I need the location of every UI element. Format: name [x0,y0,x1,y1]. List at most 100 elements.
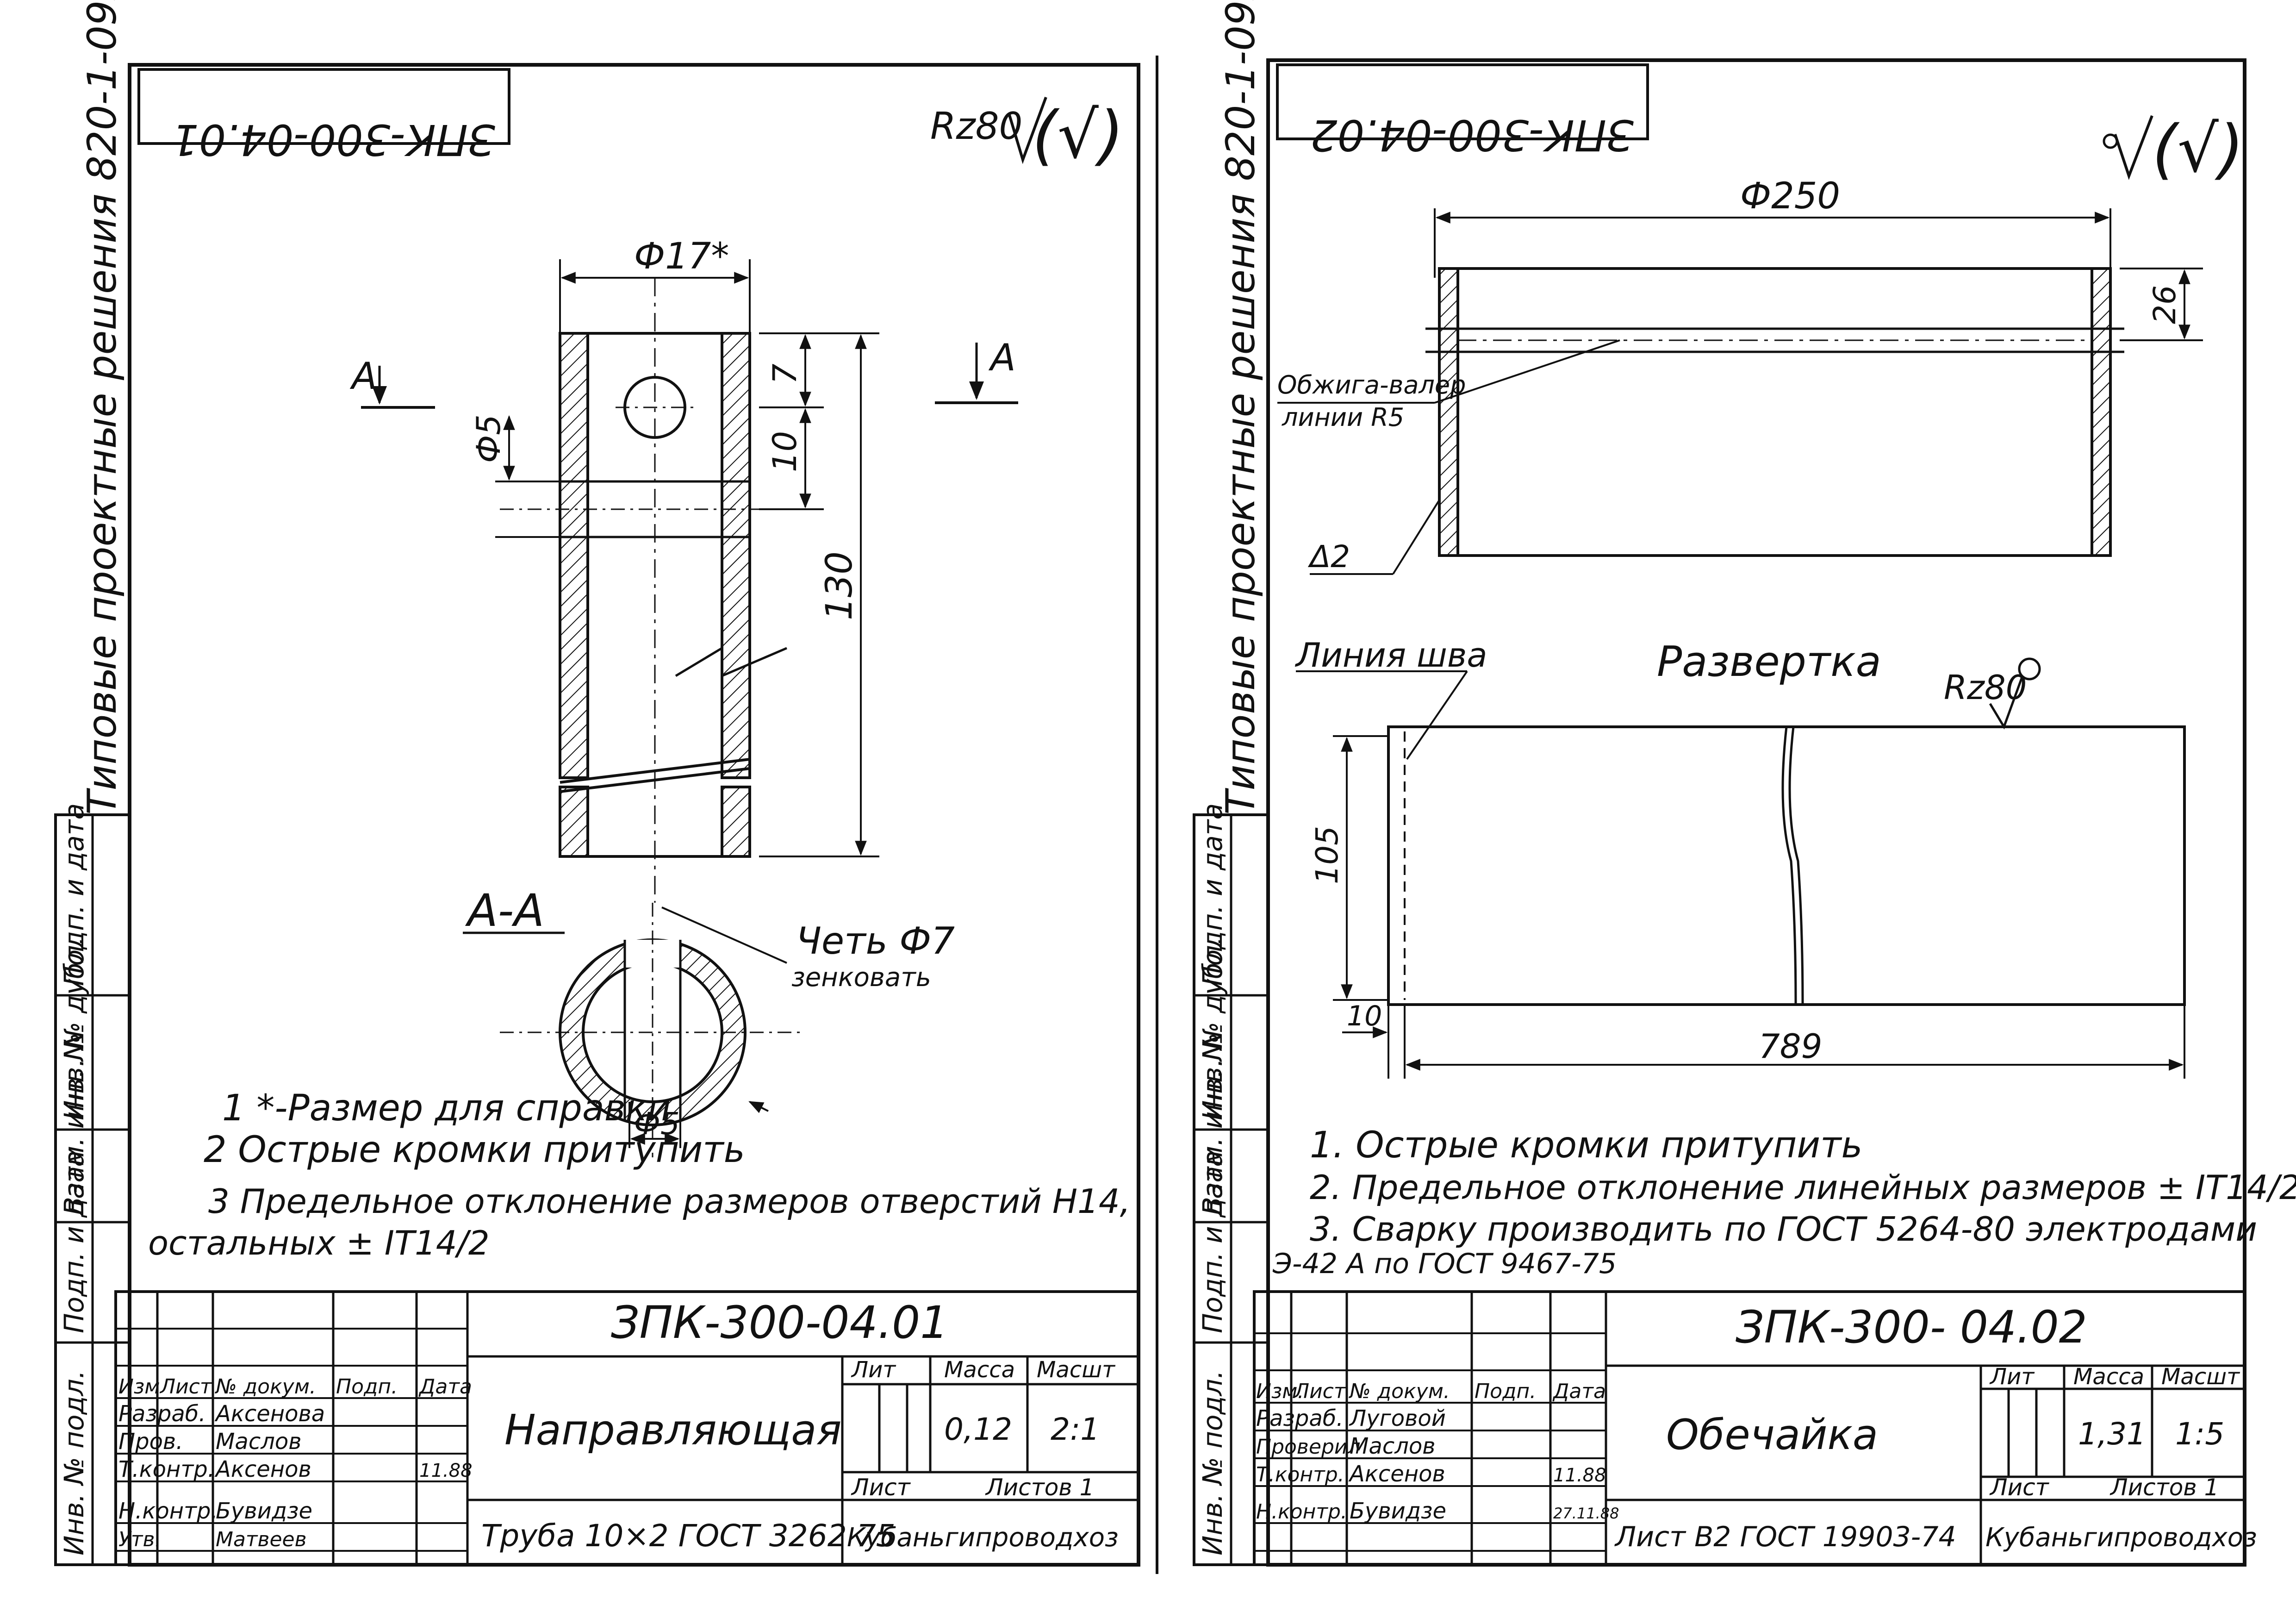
svg-text:Обжига-валер: Обжига-валер [1277,370,1466,400]
svg-text:(√): (√) [1032,98,1124,173]
svg-text:Т.контр.: Т.контр. [1256,1463,1344,1487]
sheet-right-notes: 1. Острые кромки притупить 2. Предельное… [1272,1124,2296,1280]
svg-text:Подп. и дата: Подп. и дата [1197,1150,1228,1333]
svg-text:0,12: 0,12 [944,1412,1012,1447]
svg-text:Кубаньгипроводхоз: Кубаньгипроводхоз [1985,1523,2257,1553]
svg-text:Четь Ф7: Четь Ф7 [796,919,955,962]
svg-text:Лист: Лист [1989,1474,2050,1501]
svg-text:27.11.88: 27.11.88 [1553,1505,1619,1522]
svg-text:789: 789 [1759,1027,1822,1066]
svg-text:Ф5: Ф5 [470,414,508,463]
svg-text:3. Сварку производить по ГОСТ: 3. Сварку производить по ГОСТ 5264-80 эл… [1310,1210,2257,1249]
svg-text:ЗПК-300-04.01: ЗПК-300-04.01 [172,115,495,164]
svg-text:7: 7 [766,363,804,384]
svg-text:Аксенова: Аксенова [214,1401,325,1427]
svg-text:Лит: Лит [1989,1364,2035,1390]
svg-text:3 Предельное отклонение размер: 3 Предельное отклонение размеров отверст… [208,1182,1131,1221]
svg-text:Лист: Лист [159,1375,212,1399]
svg-text:Н.контр.: Н.контр. [118,1498,218,1524]
sheet-right-binding-strip: Подп. и дата Инв. № дубл. Взам. инв. № П… [1193,803,1269,1566]
svg-text:Подп. и дата: Подп. и дата [58,1150,90,1333]
svg-text:остальных ± IT14/2: остальных ± IT14/2 [148,1224,490,1262]
sheet-left-code-stamp: ЗПК-300-04.01 [137,68,510,164]
svg-text:Rz80: Rz80 [930,105,1022,148]
svg-text:1. Острые кромки притупить: 1. Острые кромки притупить [1310,1124,1863,1166]
svg-text:Проверил: Проверил [1256,1435,1361,1459]
sheet-left-title-block: Изм Лист № докум. Подп. Дата Разраб. Акс… [114,1290,1140,1566]
svg-text:Матвеев: Матвеев [216,1528,307,1551]
svg-text:11.88: 11.88 [419,1460,473,1481]
svg-text:Кубаньгипроводхоз: Кубаньгипроводхоз [847,1523,1119,1553]
svg-text:Н.контр.: Н.контр. [1256,1500,1347,1524]
svg-text:Разраб.: Разраб. [118,1401,206,1427]
svg-text:Ф17*: Ф17* [634,236,729,277]
svg-text:10: 10 [1347,1000,1382,1032]
sheet-left-roughness: Rz80 (√) [930,96,1124,173]
sheet-right-roughness: (√) [2103,112,2244,187]
sheet-right: ЗПК-300-04.02 Типовые проектные решения … [1193,0,2296,1567]
svg-text:2:1: 2:1 [1051,1412,1100,1447]
svg-text:Разраб.: Разраб. [1256,1405,1344,1431]
section-marker-left: A [349,355,435,409]
svg-text:Подп.: Подп. [336,1375,398,1399]
svg-text:Изм.: Изм. [1256,1380,1304,1403]
svg-text:Маслов: Маслов [216,1429,302,1455]
svg-text:1 *-Размер для справки: 1 *-Размер для справки [222,1087,671,1129]
svg-text:A: A [988,336,1016,379]
svg-text:№ докум.: № докум. [214,1375,316,1399]
svg-text:Лист: Лист [851,1474,911,1501]
svg-text:Пров.: Пров. [118,1429,183,1455]
svg-text:Ф250: Ф250 [1740,175,1840,217]
svg-text:26: 26 [2147,285,2183,324]
svg-text:Бувидзе: Бувидзе [1350,1498,1446,1524]
svg-text:Лит: Лит [851,1357,896,1383]
svg-text:Направляющая: Направляющая [504,1406,841,1455]
svg-text:№ докум.: № докум. [1348,1380,1450,1403]
svg-text:Аксенов: Аксенов [1348,1461,1445,1487]
svg-text:130: 130 [819,551,860,620]
svg-text:2 Острые кромки притупить: 2 Острые кромки притупить [204,1129,745,1171]
svg-text:Труба 10×2 ГОСТ 3262 75: Труба 10×2 ГОСТ 3262 75 [481,1518,896,1554]
svg-text:A: A [349,355,377,398]
sheet-left-notes: 1 *-Размер для справки 2 Острые кромки п… [148,1087,1131,1262]
svg-text:Масшт: Масшт [2161,1364,2240,1390]
sheet-right-code-stamp: ЗПК-300-04.02 [1276,63,1649,160]
svg-text:105: 105 [1309,826,1345,884]
svg-text:зенковать: зенковать [791,962,931,993]
svg-text:Аксенов: Аксенов [214,1456,311,1482]
svg-text:Лист: Лист [1293,1380,1346,1403]
svg-text:Инв. № дубл.: Инв. № дубл. [1197,937,1228,1120]
svg-text:Развертка: Развертка [1657,637,1881,686]
svg-text:Подп. и дата: Подп. и дата [1197,803,1228,986]
svg-text:ЗПК-300-04.01: ЗПК-300-04.01 [611,1297,948,1349]
svg-text:Δ2: Δ2 [1307,539,1350,575]
svg-text:Масса: Масса [2073,1364,2144,1390]
svg-text:1:5: 1:5 [2175,1416,2224,1452]
svg-text:Ф5: Ф5 [634,1106,680,1142]
svg-text:1,31: 1,31 [2078,1416,2146,1452]
svg-text:Бувидзе: Бувидзе [216,1498,312,1524]
sheet-right-side-title: Типовые проектные решения 820-1-093.89 [1218,0,1264,815]
svg-text:Взам. инв. №: Взам. инв. № [58,1033,90,1215]
svg-text:Инв. № подл.: Инв. № подл. [58,1370,90,1555]
svg-text:Инв. № дубл.: Инв. № дубл. [58,937,90,1120]
svg-text:Листов 1: Листов 1 [2109,1474,2219,1501]
svg-text:линии R5: линии R5 [1282,403,1404,432]
svg-text:Инв. № подл.: Инв. № подл. [1197,1370,1228,1555]
svg-text:Дата: Дата [418,1375,472,1399]
svg-text:Подп.: Подп. [1475,1380,1536,1403]
svg-text:Листов 1: Листов 1 [985,1474,1094,1501]
svg-text:Луговой: Луговой [1349,1405,1446,1431]
svg-text:Масса: Масса [944,1357,1015,1383]
sheet-left-side-title: Типовые проектные решения 820-1-093.89 [79,0,125,815]
svg-text:ЗПК-300-04.02: ЗПК-300-04.02 [1310,110,1634,160]
shell-elevation-view: Ф250 26 Обжига-валер линии R5 Δ2 [1277,175,2203,575]
svg-text:Взам. инв. №: Взам. инв. № [1197,1033,1228,1215]
svg-text:Т.контр.: Т.контр. [118,1456,215,1482]
tube-elevation-dims: Ф17* 7 10 130 Ф5 [470,236,879,857]
svg-text:A-A: A-A [465,885,544,937]
svg-text:Изм: Изм [118,1375,160,1399]
svg-text:ЗПК-300- 04.02: ЗПК-300- 04.02 [1736,1301,2087,1353]
svg-text:Масшт: Масшт [1037,1357,1116,1383]
